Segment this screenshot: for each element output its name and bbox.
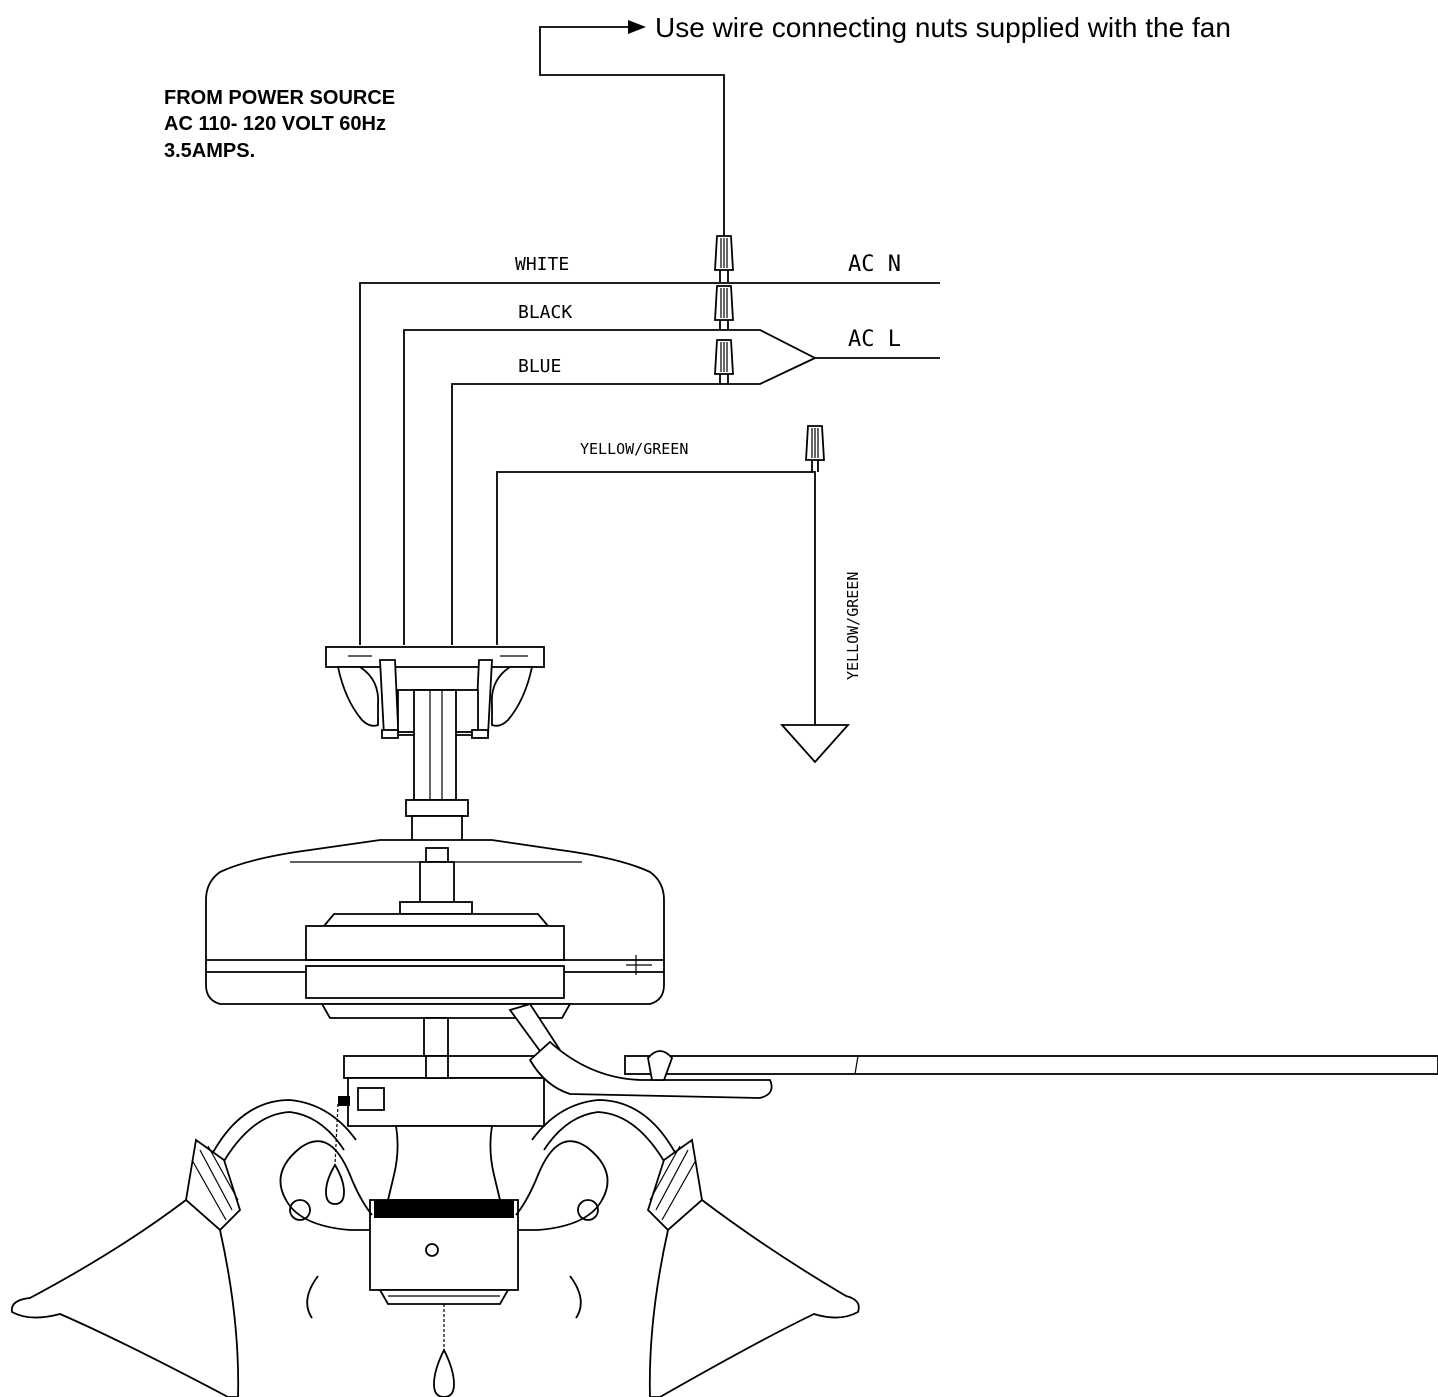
ground-wire-label: YELLOW/GREEN bbox=[580, 440, 688, 458]
light-kit-body bbox=[369, 1199, 519, 1305]
switch-housing bbox=[338, 1055, 549, 1127]
wires: WHITE BLACK BLUE AC N AC L YELLOW/GREEN … bbox=[359, 252, 940, 764]
power-source-line2: AC 110- 120 VOLT 60Hz bbox=[164, 113, 386, 135]
connector-note-callout: Use wire connecting nuts supplied with t… bbox=[539, 12, 1231, 236]
reverse-switch-icon[interactable] bbox=[425, 1243, 439, 1257]
power-source-line1: FROM POWER SOURCE bbox=[164, 87, 395, 109]
power-source-label: FROM POWER SOURCE AC 110- 120 VOLT 60Hz … bbox=[164, 87, 395, 162]
motor-shaft bbox=[423, 1017, 449, 1059]
wire-nut-icon bbox=[714, 285, 734, 330]
connector-note-text: Use wire connecting nuts supplied with t… bbox=[655, 12, 1231, 43]
arrow-right-icon bbox=[628, 20, 646, 34]
light-arm-right bbox=[515, 1099, 679, 1319]
wire-nuts bbox=[714, 235, 825, 472]
motor-housing bbox=[205, 839, 665, 1064]
black-wire-label: BLACK bbox=[518, 302, 572, 323]
white-wire-label: WHITE bbox=[515, 254, 569, 275]
wire-nut-icon bbox=[714, 339, 734, 384]
wire-nut-icon bbox=[805, 425, 825, 472]
blue-wire bbox=[451, 357, 816, 645]
downrod bbox=[405, 689, 469, 845]
light-globe-left bbox=[10, 1138, 242, 1397]
ac-neutral-label: AC N bbox=[848, 252, 901, 277]
ground-wire bbox=[496, 471, 816, 725]
light-kit-neck bbox=[386, 1125, 502, 1201]
black-wire bbox=[403, 329, 940, 645]
white-wire bbox=[359, 282, 940, 645]
ground-symbol-icon bbox=[779, 724, 851, 764]
ground-wire-vertical-label: YELLOW/GREEN bbox=[844, 572, 862, 680]
wire-nut-icon bbox=[714, 235, 734, 282]
ceiling-fan-illustration bbox=[10, 646, 1438, 1397]
light-globe-right bbox=[646, 1138, 860, 1397]
light-arm-left bbox=[209, 1099, 373, 1319]
power-source-line3: 3.5AMPS. bbox=[164, 140, 255, 162]
fan-blade bbox=[528, 1040, 1438, 1099]
pull-chain-light[interactable] bbox=[433, 1304, 455, 1397]
ac-line-label: AC L bbox=[848, 327, 901, 352]
pull-chain-fan[interactable] bbox=[325, 1103, 345, 1205]
blue-wire-label: BLUE bbox=[518, 356, 561, 377]
